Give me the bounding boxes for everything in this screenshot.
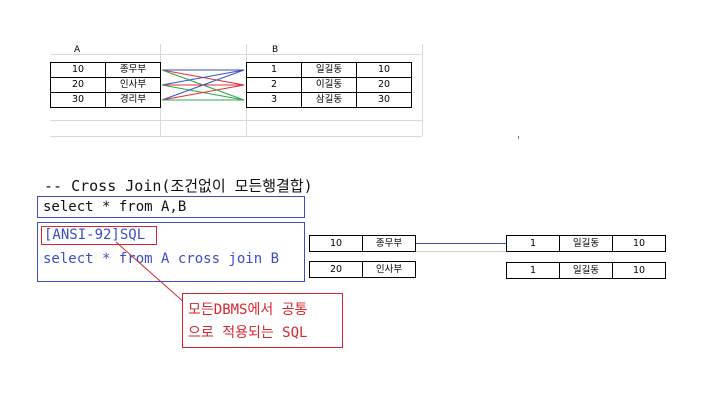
result-b-num: 1	[506, 235, 560, 252]
callout-line1: 모든DBMS에서 공통	[188, 302, 308, 318]
result-b-name: 일길동	[559, 262, 613, 279]
grid-line	[50, 54, 422, 55]
cross-join-connectors	[161, 69, 245, 101]
table-b-num: 3	[246, 92, 302, 108]
sql-basic-box: select * from A,B	[37, 196, 305, 218]
table-b-val: 30	[356, 92, 412, 108]
grid-line	[309, 251, 665, 252]
ansi-label-highlight	[41, 226, 157, 245]
sql-ansi-box: [ANSI-92]SQL select * from A cross join …	[37, 222, 305, 282]
sql-ansi: select * from A cross join B	[43, 251, 280, 267]
result-b-val: 10	[612, 235, 666, 252]
table-a-dept: 경리부	[105, 92, 161, 108]
callout-box: 모든DBMS에서 공통 으로 적용되는 SQL	[182, 293, 343, 348]
comment-line: -- Cross Join(조건없이 모든행결합)	[44, 177, 313, 195]
table-b-val: 10	[356, 62, 412, 78]
table-b-num: 2	[246, 77, 302, 93]
result-b-val: 10	[612, 262, 666, 279]
table-b-val: 20	[356, 77, 412, 93]
table-b-header: B	[272, 45, 279, 55]
connector-line	[161, 69, 245, 101]
result-b-num: 1	[506, 262, 560, 279]
table-b-name: 이길동	[301, 77, 357, 93]
callout-pointer	[115, 241, 187, 305]
result-a-num: 20	[309, 261, 363, 278]
result-connector-line	[416, 243, 506, 244]
grid-line	[422, 44, 423, 136]
callout-pointer-line	[115, 241, 187, 305]
grid-line	[50, 120, 422, 121]
result-b-name: 일길동	[559, 235, 613, 252]
result-a-num: 10	[309, 235, 363, 252]
table-a-num: 30	[50, 92, 106, 108]
table-a-num: 10	[50, 62, 106, 78]
table-a-dept: 종무부	[105, 62, 161, 78]
connector-line	[161, 69, 245, 86]
table-a-header: A	[74, 45, 81, 55]
callout-line2: 으로 적용되는 SQL	[188, 325, 308, 341]
ansi-label: [ANSI-92]SQL	[44, 227, 146, 243]
grid-line	[50, 136, 422, 137]
tick-mark	[518, 136, 519, 139]
result-a-dept: 종무부	[362, 235, 416, 252]
result-a-dept: 인사부	[362, 261, 416, 278]
sql-basic: select * from A,B	[43, 199, 187, 215]
connector-line	[161, 84, 245, 101]
spreadsheet-area: A B 10 종무부 20 인사부 30 경리부 1 일길동 10 2 이길동 …	[50, 44, 423, 137]
table-b-name: 삼길동	[301, 92, 357, 108]
table-a-dept: 인사부	[105, 77, 161, 93]
table-a-num: 20	[50, 77, 106, 93]
table-b-num: 1	[246, 62, 302, 78]
table-b-name: 일길동	[301, 62, 357, 78]
